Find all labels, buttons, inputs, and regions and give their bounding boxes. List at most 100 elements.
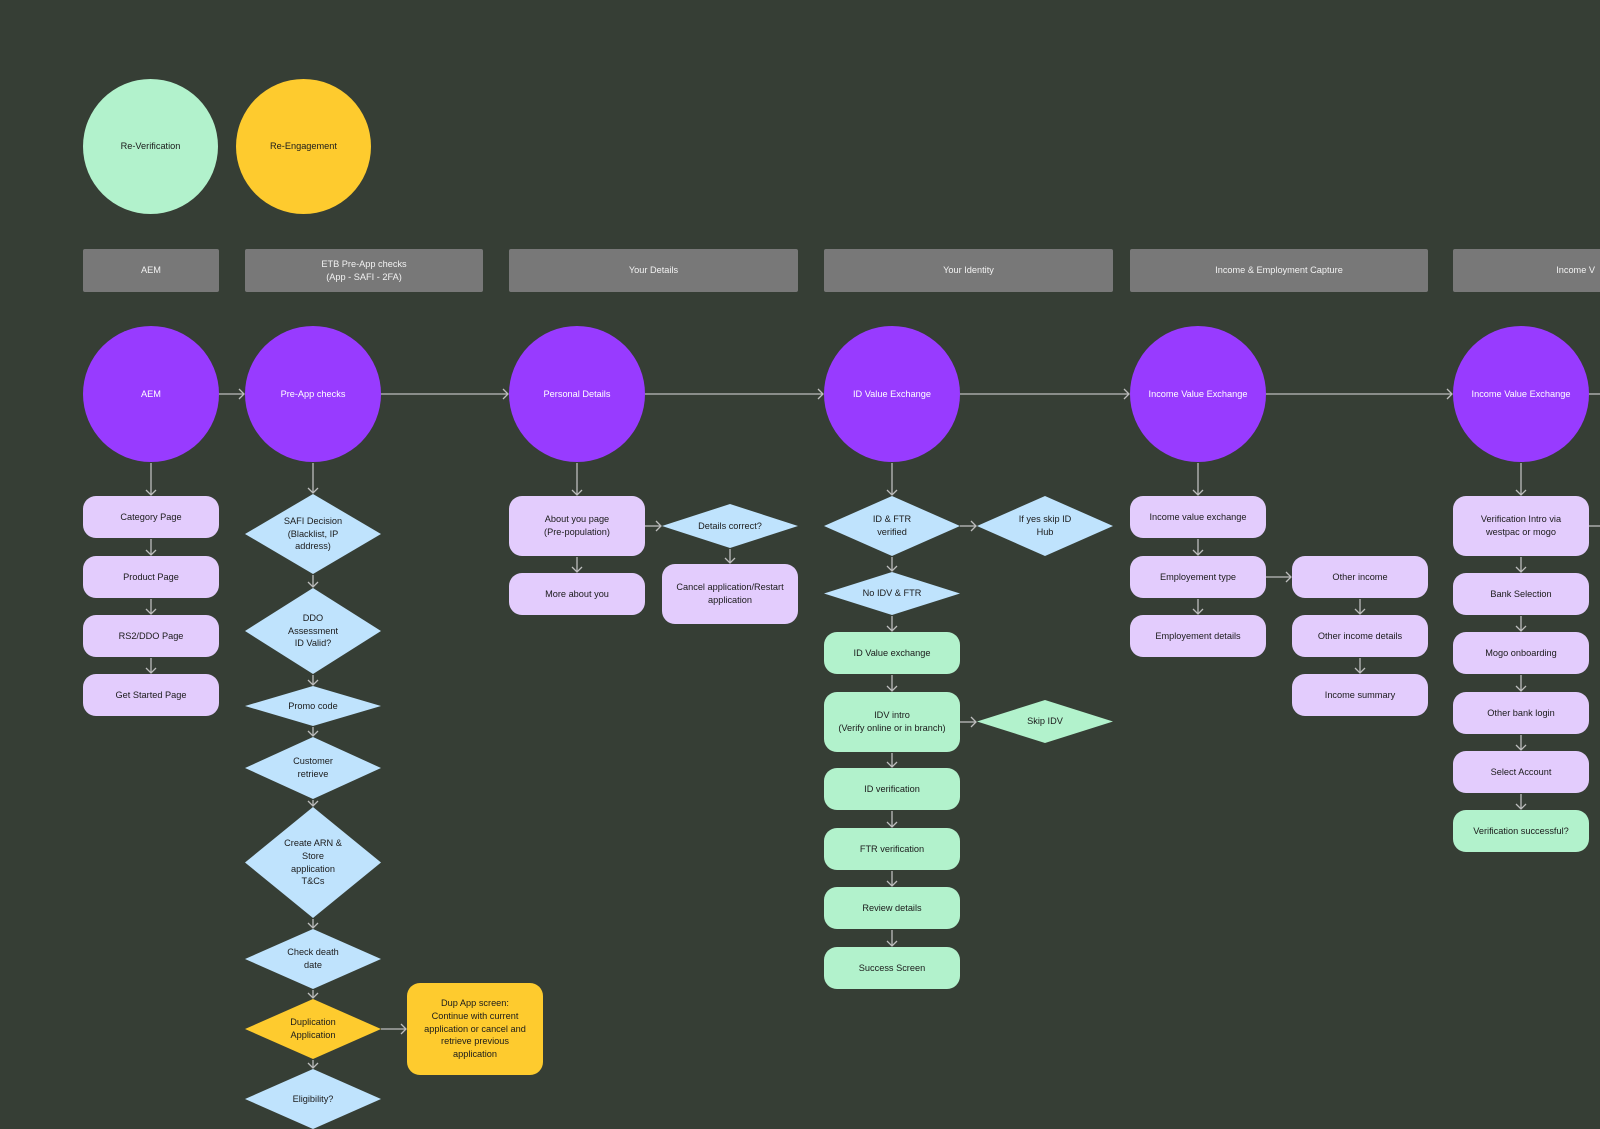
header-aem-label: AEM <box>141 265 161 276</box>
other-bank-login[interactable]: Other bank login <box>1453 692 1589 734</box>
no-idv-ftr[interactable]: No IDV & FTR <box>824 572 960 615</box>
legend-reverification: Re-Verification <box>83 79 218 214</box>
stage-personal-label: Personal Details <box>543 388 611 399</box>
create-arn-label: Create ARN & Store application T&Cs <box>284 837 342 887</box>
verification-intro[interactable]: Verification Intro via westpac or mogo <box>1453 496 1589 556</box>
review-details-label: Review details <box>862 902 922 913</box>
category-page-label: Category Page <box>120 511 182 522</box>
bank-selection[interactable]: Bank Selection <box>1453 573 1589 615</box>
employment-type-label: Employement type <box>1159 571 1237 582</box>
promo-code-label: Promo code <box>288 700 338 711</box>
stage-aem[interactable]: AEM <box>83 326 219 462</box>
idv-intro[interactable]: IDV intro (Verify online or in branch) <box>824 692 960 752</box>
get-started-page-label: Get Started Page <box>115 689 187 700</box>
customer-retrieve-label: Customer retrieve <box>293 756 333 779</box>
verification-intro-label: Verification Intro via westpac or mogo <box>1480 514 1562 537</box>
bank-selection-label: Bank Selection <box>1490 588 1552 599</box>
about-you-page-label: About you page (Pre-population) <box>544 514 610 537</box>
header-etb-preapp: ETB Pre-App checks (App - SAFI - 2FA) <box>245 249 483 292</box>
product-page-label: Product Page <box>123 571 179 582</box>
product-page[interactable]: Product Page <box>83 556 219 598</box>
details-correct[interactable]: Details correct? <box>662 504 798 548</box>
ftr-verification[interactable]: FTR verification <box>824 828 960 870</box>
ftr-verification-label: FTR verification <box>859 843 925 854</box>
legend-reengagement-label: Re-Engagement <box>270 141 337 152</box>
ddo-assessment-label: DDO Assessment ID Valid? <box>287 612 339 649</box>
skip-idv-label: Skip IDV <box>1027 716 1063 727</box>
stage-personal-details[interactable]: Personal Details <box>509 326 645 462</box>
skip-idv[interactable]: Skip IDV <box>977 700 1113 743</box>
duplication-application-label: Duplication Application <box>290 1017 336 1040</box>
stage-income-verification[interactable]: Income Value Exchange <box>1453 326 1589 462</box>
skip-id-hub[interactable]: If yes skip ID Hub <box>977 496 1113 556</box>
promo-code[interactable]: Promo code <box>245 686 381 726</box>
stage-id-value-label: ID Value Exchange <box>853 388 931 399</box>
header-income-v-label: Income V <box>1556 265 1595 276</box>
income-value-exchange-label: Income value exchange <box>1149 511 1247 522</box>
check-death-date-label: Check death date <box>287 947 339 970</box>
header-aem: AEM <box>83 249 219 292</box>
stage-income-value-2-label: Income Value Exchange <box>1471 388 1571 399</box>
legend-reengagement: Re-Engagement <box>236 79 371 214</box>
mogo-onboarding-label: Mogo onboarding <box>1485 647 1557 658</box>
stage-income-value-exchange[interactable]: Income Value Exchange <box>1130 326 1266 462</box>
employment-type[interactable]: Employement type <box>1130 556 1266 598</box>
cancel-restart-label: Cancel application/Restart application <box>676 582 784 605</box>
header-income-employment: Income & Employment Capture <box>1130 249 1428 292</box>
dup-app-screen-label: Dup App screen: Continue with current ap… <box>424 997 526 1060</box>
id-ftr-verified[interactable]: ID & FTR verified <box>824 496 960 556</box>
employment-details[interactable]: Employement details <box>1130 615 1266 657</box>
other-income[interactable]: Other income <box>1292 556 1428 598</box>
safi-decision[interactable]: SAFI Decision (Blacklist, IP address) <box>245 494 381 574</box>
stage-id-value-exchange[interactable]: ID Value Exchange <box>824 326 960 462</box>
idv-intro-label: IDV intro (Verify online or in branch) <box>838 710 946 733</box>
legend-reverification-label: Re-Verification <box>120 141 181 152</box>
verification-successful-label: Verification successful? <box>1473 825 1569 836</box>
select-account[interactable]: Select Account <box>1453 751 1589 793</box>
header-your-identity: Your Identity <box>824 249 1113 292</box>
safi-decision-label: SAFI Decision (Blacklist, IP address) <box>283 515 343 552</box>
about-you-page[interactable]: About you page (Pre-population) <box>509 496 645 556</box>
header-your-identity-label: Your Identity <box>943 265 994 276</box>
rs2-ddo-page-label: RS2/DDO Page <box>118 630 184 641</box>
income-summary[interactable]: Income summary <box>1292 674 1428 716</box>
cancel-restart-application[interactable]: Cancel application/Restart application <box>662 564 798 624</box>
no-idv-ftr-label: No IDV & FTR <box>862 588 922 599</box>
income-value-exchange-page[interactable]: Income value exchange <box>1130 496 1266 538</box>
dup-app-screen[interactable]: Dup App screen: Continue with current ap… <box>407 983 543 1075</box>
header-your-details-label: Your Details <box>628 265 679 276</box>
verification-successful[interactable]: Verification successful? <box>1453 810 1589 852</box>
skip-id-hub-label: If yes skip ID Hub <box>1018 514 1072 537</box>
select-account-label: Select Account <box>1490 766 1552 777</box>
more-about-you-label: More about you <box>545 588 609 599</box>
header-your-details: Your Details <box>509 249 798 292</box>
header-income-employment-label: Income & Employment Capture <box>1215 265 1343 276</box>
other-bank-login-label: Other bank login <box>1487 707 1555 718</box>
id-ftr-verified-label: ID & FTR verified <box>872 514 912 537</box>
mogo-onboarding[interactable]: Mogo onboarding <box>1453 632 1589 674</box>
category-page[interactable]: Category Page <box>83 496 219 538</box>
id-value-exchange[interactable]: ID Value exchange <box>824 632 960 674</box>
header-income-verification: Income V <box>1453 249 1600 292</box>
id-verification-label: ID verification <box>864 783 920 794</box>
customer-retrieve[interactable]: Customer retrieve <box>245 737 381 799</box>
eligibility[interactable]: Eligibility? <box>245 1069 381 1129</box>
success-screen[interactable]: Success Screen <box>824 947 960 989</box>
other-income-details-label: Other income details <box>1317 630 1403 641</box>
other-income-details[interactable]: Other income details <box>1292 615 1428 657</box>
other-income-label: Other income <box>1332 571 1388 582</box>
details-correct-label: Details correct? <box>698 520 762 531</box>
review-details[interactable]: Review details <box>824 887 960 929</box>
stage-aem-label: AEM <box>141 388 161 399</box>
create-arn[interactable]: Create ARN & Store application T&Cs <box>245 807 381 918</box>
check-death-date[interactable]: Check death date <box>245 929 381 989</box>
duplication-application[interactable]: Duplication Application <box>245 999 381 1059</box>
ddo-assessment[interactable]: DDO Assessment ID Valid? <box>245 588 381 674</box>
stage-preapp-checks[interactable]: Pre-App checks <box>245 326 381 462</box>
more-about-you[interactable]: More about you <box>509 573 645 615</box>
id-verification[interactable]: ID verification <box>824 768 960 810</box>
get-started-page[interactable]: Get Started Page <box>83 674 219 716</box>
rs2-ddo-page[interactable]: RS2/DDO Page <box>83 615 219 657</box>
id-value-exchange-label: ID Value exchange <box>853 647 931 658</box>
